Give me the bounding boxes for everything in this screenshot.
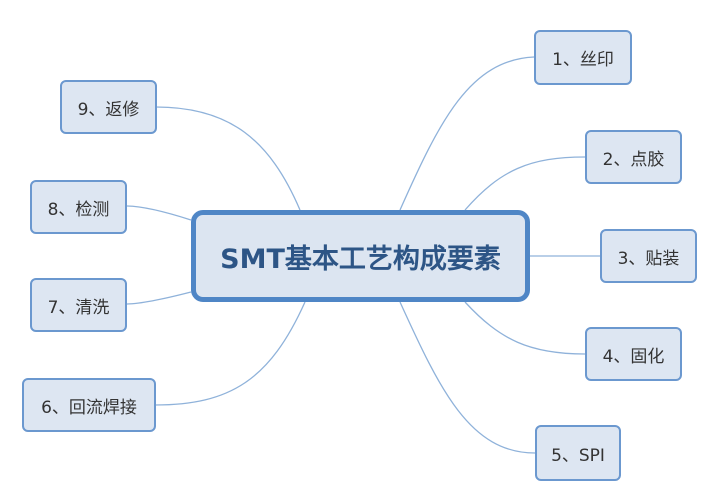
topic-1[interactable]: 1、丝印 bbox=[534, 30, 632, 85]
connector-9 bbox=[155, 106, 301, 211]
topic-9[interactable]: 9、返修 bbox=[60, 80, 157, 134]
connector-5 bbox=[399, 301, 536, 454]
connector-6 bbox=[154, 301, 306, 406]
connector-1 bbox=[399, 56, 535, 211]
topic-6[interactable]: 6、回流焊接 bbox=[22, 378, 156, 432]
topic-7[interactable]: 7、清洗 bbox=[30, 278, 127, 332]
connector-2 bbox=[464, 156, 586, 211]
topic-3[interactable]: 3、贴装 bbox=[600, 229, 697, 283]
central-topic[interactable]: SMT基本工艺构成要素 bbox=[191, 210, 530, 302]
topic-2[interactable]: 2、点胶 bbox=[585, 130, 682, 184]
topic-5[interactable]: 5、SPI bbox=[535, 425, 621, 481]
topic-4[interactable]: 4、固化 bbox=[585, 327, 682, 381]
connector-8 bbox=[125, 205, 192, 221]
connector-4 bbox=[464, 301, 586, 355]
topic-8[interactable]: 8、检测 bbox=[30, 180, 127, 234]
connector-7 bbox=[125, 291, 192, 305]
